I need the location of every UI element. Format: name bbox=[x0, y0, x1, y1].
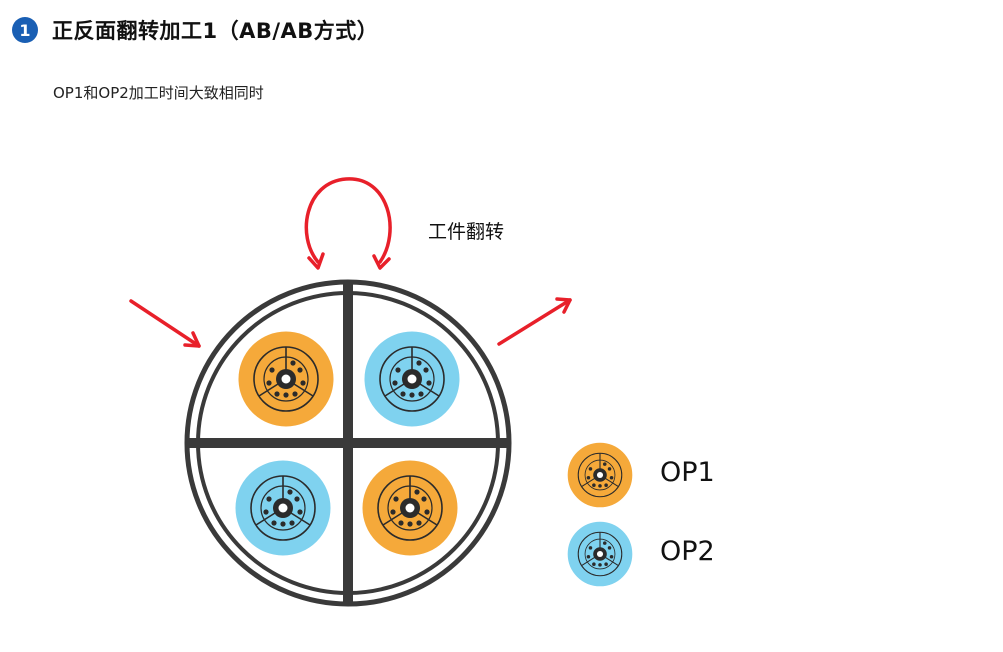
legend-label-op1: OP1 bbox=[660, 457, 715, 488]
legend-op1-icon bbox=[566, 441, 634, 509]
rotary-table bbox=[184, 279, 512, 607]
in-arrow bbox=[129, 299, 201, 348]
page-title: 正反面翻转加工1（AB/AB方式） bbox=[52, 19, 379, 43]
table-divider-horizontal bbox=[187, 438, 510, 448]
part-op1-top-left bbox=[237, 330, 335, 428]
flip-arrow bbox=[304, 177, 392, 270]
step-number-badge: 1 bbox=[12, 17, 38, 43]
part-op2-bottom-left bbox=[234, 459, 332, 557]
part-op2-top-right bbox=[363, 330, 461, 428]
out-arrow bbox=[497, 297, 572, 346]
subtitle: OP1和OP2加工时间大致相同时 bbox=[53, 84, 264, 102]
header: 1 正反面翻转加工1（AB/AB方式） bbox=[12, 12, 378, 48]
legend-label-op2: OP2 bbox=[660, 536, 715, 567]
flip-label: 工件翻转 bbox=[428, 221, 505, 243]
legend-op2-icon bbox=[566, 520, 634, 588]
part-op1-bottom-right bbox=[361, 459, 459, 557]
